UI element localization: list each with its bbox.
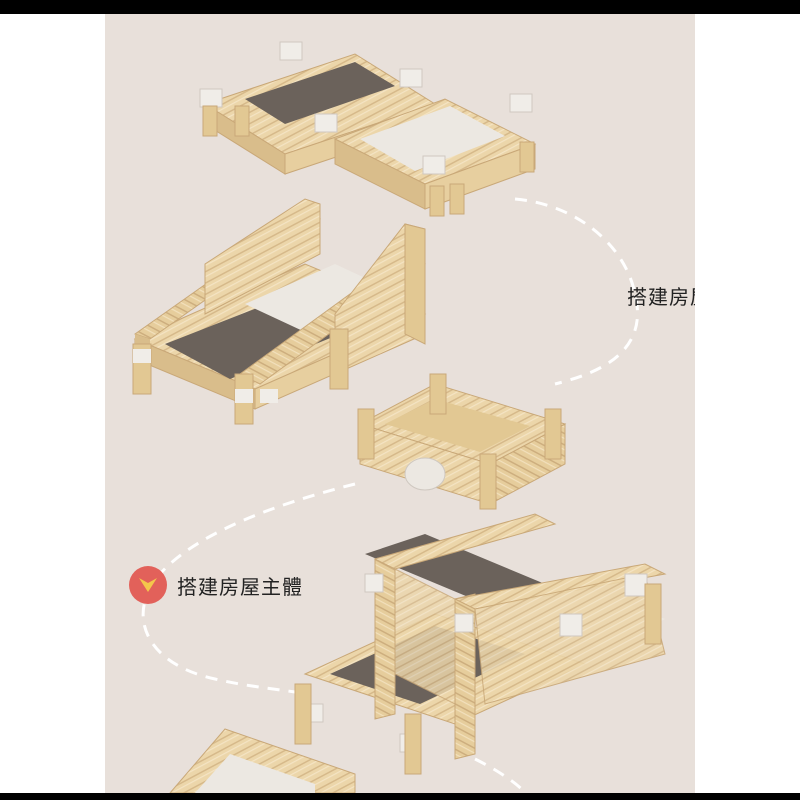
top-black-border [0,0,800,14]
roof-piece-block [169,728,356,793]
step-label: 搭建房屋主體 [177,574,303,599]
foundation-platform-block [199,41,537,217]
step-foundation: 搭建房屋地基 [627,276,695,314]
chevron-down-icon [129,566,167,604]
house-body-block [294,513,667,775]
dashed-path-3 [474,757,528,793]
product-image-panel: 搭建房屋地基 搭建房屋主體 [105,14,695,793]
walls-foundation-block [132,198,427,425]
square-frame-block [357,373,567,510]
building-blocks-illustration [132,41,667,793]
bottom-black-border [0,793,800,800]
dashed-path-2 [141,482,356,694]
step-label: 搭建房屋地基 [627,284,695,309]
step-house-body: 搭建房屋主體 [129,566,303,604]
dashed-path-1 [514,197,639,386]
